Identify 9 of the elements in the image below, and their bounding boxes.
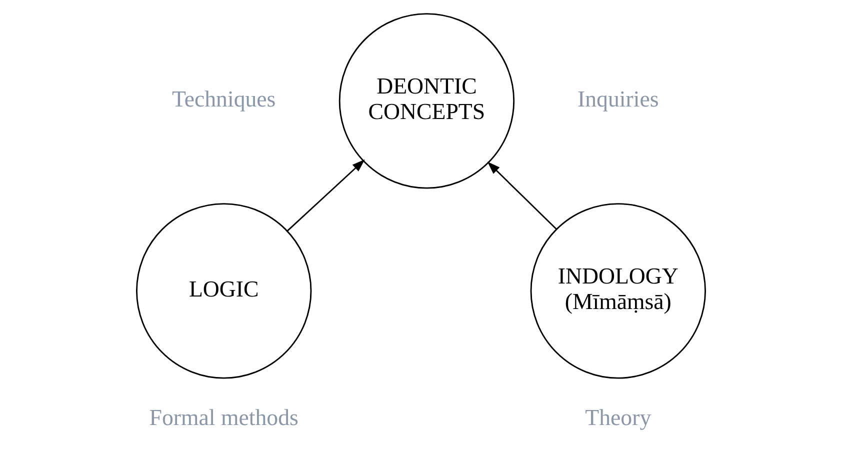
node-circle: DEONTIC CONCEPTS (338, 13, 515, 189)
node-circle: LOGIC (136, 203, 312, 379)
node-label: Theory (585, 404, 652, 430)
node-label: Inquiries (578, 86, 659, 112)
node-label: Techniques (172, 86, 276, 112)
node-label: Formal methods (149, 404, 298, 430)
arrow (487, 162, 558, 230)
node-circle: INDOLOGY (Mīmāṃsā) (530, 203, 706, 379)
arrow (287, 159, 365, 232)
